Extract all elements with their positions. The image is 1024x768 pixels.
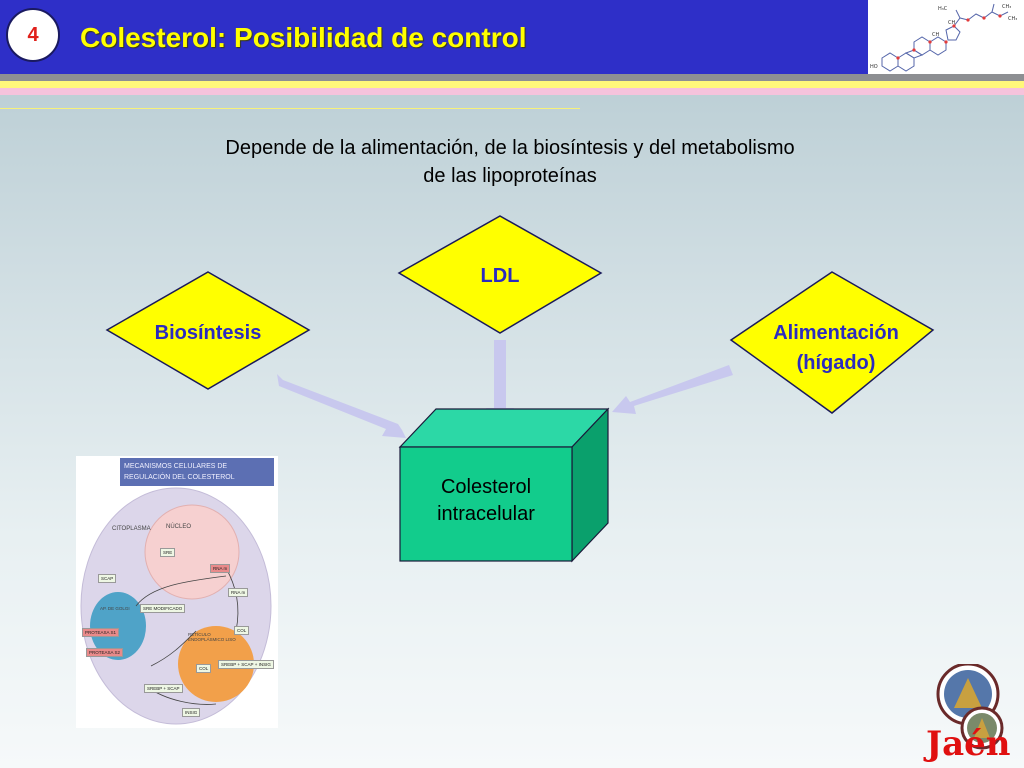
label-golgi: AP. DE GOLGI	[100, 606, 130, 611]
node-alimentacion-line-2: (hígado)	[796, 352, 876, 374]
tag-col: COL	[234, 626, 250, 635]
slide-number: 4	[27, 23, 39, 46]
thumbnail-title: MECANISMOS CELULARES DE REGULACIÓN DEL C…	[120, 458, 274, 486]
node-ldl: LDL	[480, 265, 520, 287]
cube-front-face	[399, 446, 573, 562]
tag-scap: SCAP	[98, 574, 117, 583]
tag-srebp-scap: SREBP + SCAP	[144, 684, 183, 693]
tag-proteasa-s2: PROTEASA S2	[86, 648, 124, 657]
tag-col-reticulo: COL	[196, 664, 212, 673]
svg-text:CH: CH	[948, 20, 955, 26]
divider-line	[0, 108, 580, 109]
arrow-alimentacion-to-cube	[612, 365, 733, 414]
tag-sre: SRE	[160, 548, 176, 557]
header-stripe-pink	[0, 88, 1024, 95]
svg-text:CH₃: CH₃	[1002, 4, 1011, 10]
svg-text:CH: CH	[932, 32, 939, 38]
svg-text:CH₃: CH₃	[1008, 16, 1017, 22]
diamond-alimentacion	[729, 271, 935, 414]
label-nucleo: NÚCLEO	[166, 524, 192, 530]
cell-regulation-thumbnail: MECANISMOS CELULARES DE REGULACIÓN DEL C…	[76, 456, 278, 728]
slide-title: Colesterol: Posibilidad de control	[80, 22, 527, 53]
diamond-ldl	[397, 215, 603, 334]
node-colesterol-line-2: intracelular	[437, 503, 535, 525]
thumbnail-title-line-1: MECANISMOS CELULARES DE	[124, 463, 228, 470]
tag-proteasa-s1: PROTEASA S1	[82, 628, 120, 637]
node-colesterol-line-1: Colesterol	[440, 476, 532, 498]
node-colesterol-intracelular: Colesterol intracelular	[400, 474, 572, 528]
node-alimentacion: Alimentación (hígado)	[746, 318, 926, 378]
node-biosintesis: Biosíntesis	[154, 322, 262, 344]
tag-mrna: RNA m	[210, 564, 231, 573]
slide-number-badge: 4	[6, 8, 60, 62]
slide-subtitle: Depende de la alimentación, de la biosín…	[140, 134, 880, 190]
university-seal	[928, 662, 1020, 764]
university-logo-text: Jaén	[926, 724, 1011, 764]
header-bar: 4 Colesterol: Posibilidad de control	[0, 0, 868, 74]
subtitle-line-1: Depende de la alimentación, de la biosín…	[225, 137, 795, 159]
tag-srebp-modificado: SRE MODIFICADO	[140, 604, 186, 613]
label-reticulo-line-2: ENDOPLÁSMICO LISO	[188, 637, 236, 642]
cholesterol-molecule-image: HO CH CH H₃C CH₃ CH₃	[868, 0, 1024, 74]
svg-text:HO: HO	[870, 64, 878, 70]
tag-rna: RNA m	[228, 588, 249, 597]
label-reticulo-line-1: RETÍCULO	[188, 632, 211, 637]
arrow-biosintesis-to-cube	[277, 374, 406, 438]
diamond-biosintesis	[105, 271, 311, 390]
svg-text:H₃C: H₃C	[938, 6, 948, 12]
arrow-ldl-to-cube	[486, 340, 514, 426]
header-stripe-yellow	[0, 81, 1024, 88]
header-stripe-gray	[0, 74, 1024, 81]
node-alimentacion-line-1: Alimentación	[773, 322, 899, 344]
tag-srebp-scap-insig: SREBP + SCAP + INSIG	[218, 660, 274, 669]
label-reticulo: RETÍCULO ENDOPLÁSMICO LISO	[188, 632, 236, 642]
university-seal-icon	[936, 662, 1004, 750]
subtitle-line-2: de las lipoproteínas	[423, 165, 597, 187]
molecule-icon: HO CH CH H₃C CH₃ CH₃	[870, 3, 1017, 72]
tag-insig: INSIG	[182, 708, 201, 717]
label-citoplasma: CITOPLASMA	[112, 526, 151, 532]
thumbnail-title-line-2: REGULACIÓN DEL COLESTEROL	[124, 474, 235, 481]
